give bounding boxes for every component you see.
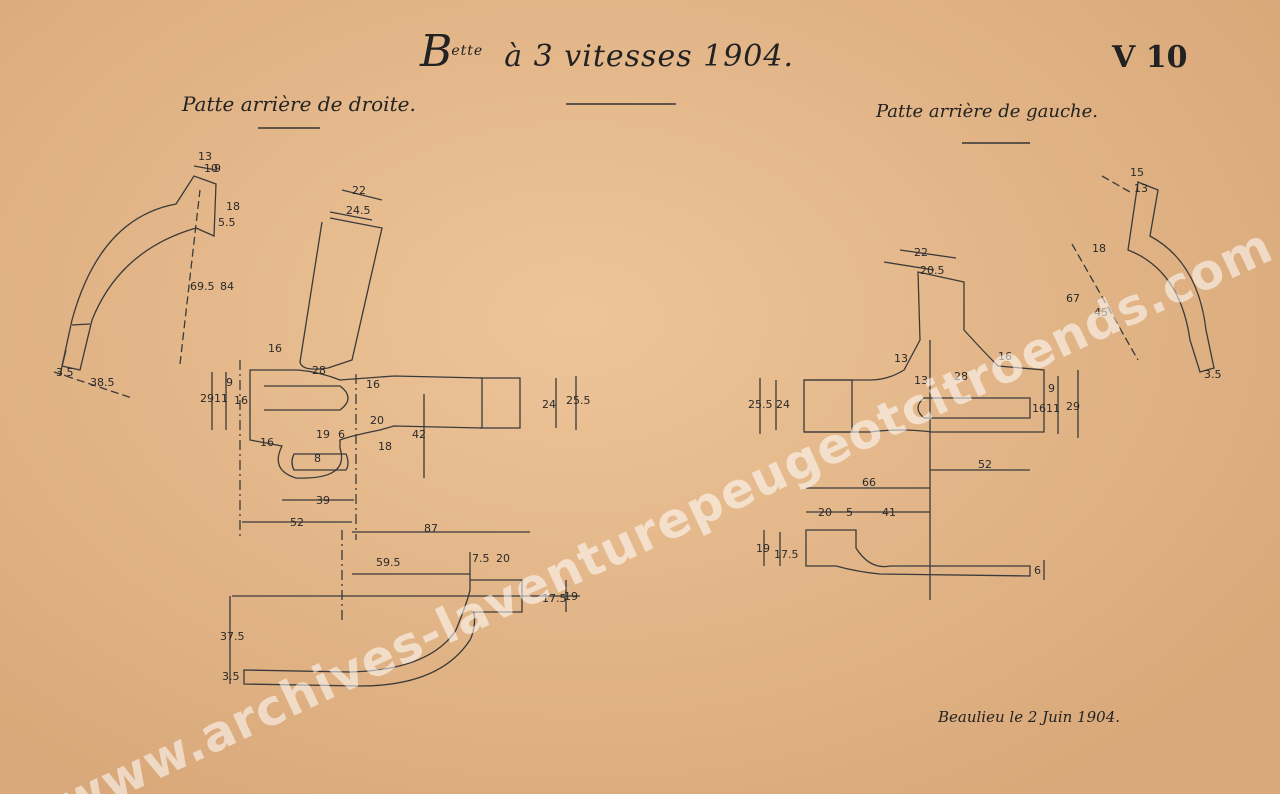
dim-label: 38.5: [90, 376, 115, 389]
dim-label: 13: [198, 150, 212, 163]
dim-label: 24: [776, 398, 790, 411]
dim-label: 52: [978, 458, 992, 471]
dim-label: 3.5: [222, 670, 240, 683]
dim-label: 17.5: [774, 548, 799, 561]
dim-label: 29: [200, 392, 214, 405]
title-initial: B: [420, 26, 454, 77]
dim-label: 20: [370, 414, 384, 427]
dim-label: 19: [316, 428, 330, 441]
title-superscript: ette: [451, 43, 484, 59]
sheet-number: V 10: [1112, 40, 1188, 75]
dim-label: 13: [1134, 182, 1148, 195]
dim-label: 41: [882, 506, 896, 519]
dim-label: 6: [338, 428, 345, 441]
dim-label: 28: [312, 364, 326, 377]
dim-label: 9: [214, 162, 221, 175]
dim-label: 16: [268, 342, 282, 355]
dim-label: 16: [234, 394, 248, 407]
dim-label: 24: [542, 398, 556, 411]
dim-label: 9: [1048, 382, 1055, 395]
underlines: [258, 103, 1030, 144]
dim-label: 19: [564, 590, 578, 603]
dim-label: 22: [914, 246, 928, 259]
place-and-date: Beaulieu le 2 Juin 1904.: [938, 708, 1120, 726]
dim-label: 29: [1066, 400, 1080, 413]
dim-label: 59.5: [376, 556, 401, 569]
dim-label: 16: [998, 350, 1012, 363]
dim-label: 17.5: [542, 592, 567, 605]
dim-label: 28: [954, 370, 968, 383]
dim-label: 42: [412, 428, 426, 441]
dim-label: 11: [1046, 402, 1060, 415]
right-dropout-drawing: [53, 165, 1030, 687]
dim-label: 5.5: [218, 216, 236, 229]
dim-label: 9: [226, 376, 233, 389]
dim-label: 16: [260, 436, 274, 449]
dim-label: 19: [756, 542, 770, 555]
dim-label: 7.5: [472, 552, 490, 565]
label-left-dropout: Patte arrière de gauche.: [876, 101, 1098, 122]
dimension-labels: 13 10 9 5.5 18 69.5 84 3.5 38.5 22 24.5 …: [56, 150, 1222, 683]
dim-label: 16: [366, 378, 380, 391]
dim-label: 66: [862, 476, 876, 489]
dim-label: 10: [204, 162, 218, 175]
dim-label: 5: [846, 506, 853, 519]
dim-label: 16: [1032, 402, 1046, 415]
dim-label: 52: [290, 516, 304, 529]
drawing-title: Bette à 3 vitesses 1904.: [420, 26, 794, 77]
dim-label: 6: [1034, 564, 1041, 577]
left-dropout-drawing: [759, 175, 1215, 600]
label-right-dropout: Patte arrière de droite.: [182, 92, 416, 116]
dim-label: 18: [1092, 242, 1106, 255]
dim-label: 11: [214, 392, 228, 405]
dim-label: 20: [496, 552, 510, 565]
dim-label: 18: [226, 200, 240, 213]
title-text: à 3 vitesses 1904.: [504, 39, 795, 74]
dim-label: 39: [316, 494, 330, 507]
dim-label: 67: [1066, 292, 1080, 305]
dim-label: 3.5: [56, 366, 74, 379]
dim-label: 37.5: [220, 630, 245, 643]
dim-label: 22: [352, 184, 366, 197]
dim-label: 8: [314, 452, 321, 465]
dim-label: 24.5: [346, 204, 371, 217]
dim-label: 25.5: [566, 394, 591, 407]
dim-label: 87: [424, 522, 438, 535]
dim-label: 84: [220, 280, 234, 293]
dim-label: 18: [378, 440, 392, 453]
dim-label: 13: [894, 352, 908, 365]
dim-label: 3.5: [1204, 368, 1222, 381]
dim-label: 13: [914, 374, 928, 387]
dim-label: 20.5: [920, 264, 945, 277]
dim-label: 69.5: [190, 280, 215, 293]
dim-label: 25.5: [748, 398, 773, 411]
dim-label: 15: [1130, 166, 1144, 179]
dim-label: 45: [1094, 306, 1108, 319]
dim-label: 20: [818, 506, 832, 519]
